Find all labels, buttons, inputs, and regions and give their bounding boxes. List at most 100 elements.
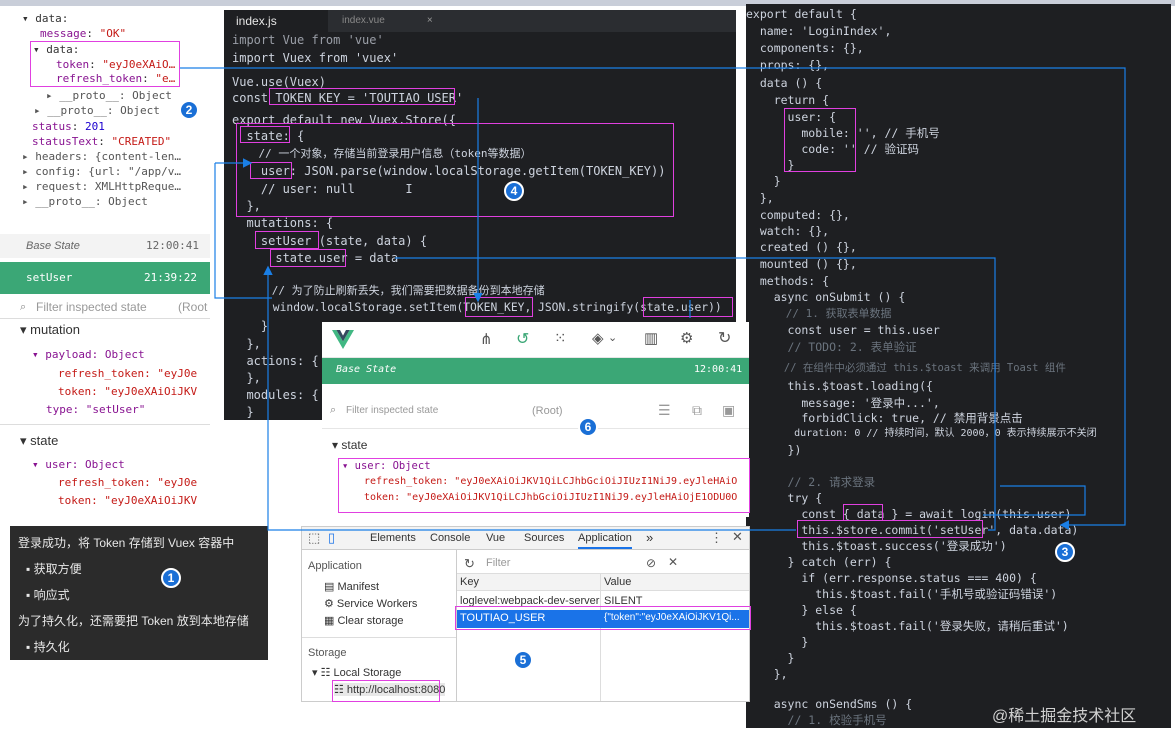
history-icon[interactable]: ↺ — [516, 331, 530, 348]
kebab-menu-icon[interactable]: ⋮ — [710, 530, 723, 545]
tree-headers[interactable]: ▸ headers: {content-len… — [22, 150, 181, 163]
column-value[interactable]: Value — [604, 576, 632, 588]
clipboard-icon[interactable]: ▣ — [722, 402, 736, 418]
code-line: } — [232, 405, 254, 419]
events-icon[interactable]: ⁙ — [554, 330, 567, 347]
code-line: data () { — [746, 76, 823, 90]
code-line: duration: 0 // 持续时间，默认 2000，0 表示持续展示不关闭 — [746, 428, 1097, 439]
code-line: mounted () {}, — [746, 257, 857, 271]
state-user-node[interactable]: ▾ user: Object — [32, 458, 125, 471]
explanation-note: 登录成功，将 Token 存储到 Vuex 容器中 ▪ 获取方便 ▪ 响应式 为… — [10, 526, 268, 660]
performance-icon[interactable]: ▥ — [644, 330, 659, 347]
device-toggle-icon[interactable]: ▯ — [328, 530, 336, 545]
tab-index-js[interactable]: index.js — [224, 10, 328, 32]
code-line: async onSendSms () { — [746, 697, 913, 711]
state-section[interactable]: ▾ state — [332, 438, 368, 452]
payload-node[interactable]: ▾ payload: Object — [32, 348, 145, 361]
tab-elements[interactable]: Elements — [370, 532, 416, 544]
tab-application[interactable]: Application — [578, 527, 632, 549]
refresh-icon[interactable]: ↻ — [718, 330, 732, 347]
column-key[interactable]: Key — [460, 576, 479, 588]
tree-request[interactable]: ▸ request: XMLHttpReque… — [22, 180, 181, 193]
tree-proto-2[interactable]: ▸ __proto__: Object — [34, 104, 160, 117]
code-line: mutations: { — [232, 216, 334, 230]
sidebar-item-manifest[interactable]: ▤ Manifest — [324, 581, 380, 593]
application-heading: Application — [308, 560, 362, 572]
divider — [0, 424, 210, 425]
clear-icon[interactable]: ✕ — [668, 555, 679, 569]
sidebar-item-clear-storage[interactable]: ▦ Clear storage — [324, 615, 404, 627]
base-state-row[interactable]: Base State 12:00:41 — [0, 234, 210, 258]
base-state-time: 12:00:41 — [694, 364, 743, 375]
inspect-icon[interactable]: ⬚ — [308, 530, 321, 545]
highlight-state-user-2 — [643, 297, 733, 317]
editor-tabs: index.js index.vue× — [224, 10, 736, 32]
base-state-label: Base State — [336, 364, 397, 375]
mutation-section[interactable]: ▾ mutation — [20, 322, 81, 337]
tab-console[interactable]: Console — [430, 532, 471, 544]
code-line: }, — [232, 337, 261, 351]
filter-input[interactable]: Filter inspected state — [36, 300, 147, 314]
state-section[interactable]: ▾ state — [20, 433, 59, 448]
filter-input[interactable]: Filter — [486, 557, 511, 569]
triangle-down-icon: ▾ — [20, 433, 31, 448]
highlight-toutiao-user-row — [455, 606, 751, 630]
triangle-down-icon: ▾ — [32, 348, 46, 361]
state-refresh-token: refresh_token: "eyJ0e — [58, 476, 198, 489]
file-icon: ▤ — [324, 581, 338, 593]
code-line: modules: { — [232, 388, 319, 402]
tab-sources[interactable]: Sources — [524, 532, 565, 544]
base-state-label: Base State — [26, 240, 80, 252]
code-line: }, — [232, 371, 261, 385]
code-line: message: '登录中...', — [746, 396, 940, 410]
tree-node-data-inner[interactable]: ▾ data: — [33, 43, 80, 56]
close-icon[interactable]: × — [426, 15, 433, 26]
step-badge-1: 1 — [161, 568, 181, 588]
highlight-token-key-2 — [465, 297, 533, 317]
divider — [302, 637, 456, 638]
table-row[interactable]: loglevel:webpack-dev-server SILENT — [457, 593, 749, 610]
payload-refresh-token: refresh_token: "eyJ0e — [58, 367, 198, 380]
sidebar-item-service-workers[interactable]: ⚙ Service Workers — [324, 598, 418, 610]
tree-message: message: "OK" — [40, 27, 127, 40]
components-icon[interactable]: ⋔ — [480, 331, 493, 348]
code-comment: // 1. 获取表单数据 — [746, 307, 892, 320]
chevron-down-icon[interactable]: ⌄ — [608, 332, 618, 344]
close-icon[interactable]: ✕ — [732, 529, 743, 544]
triangle-down-icon: ▾ — [332, 438, 342, 452]
tree-proto-1[interactable]: ▸ __proto__: Object — [46, 89, 172, 102]
table-row-selected[interactable]: TOUTIAO_USER {"token":"eyJ0eXAiOiJKV1Qi.… — [457, 610, 749, 628]
highlight-state-block — [236, 123, 674, 217]
grid-icon: ☷ — [334, 684, 347, 696]
note-bullet: ▪ 持久化 — [26, 640, 70, 654]
setuser-label: setUser — [26, 271, 73, 284]
tab-vue[interactable]: Vue — [486, 532, 506, 544]
refresh-icon[interactable]: ↻ — [464, 556, 475, 571]
code-line: components: {}, — [746, 41, 864, 55]
search-icon: ⌕ — [330, 404, 337, 416]
sidebar-item-local-storage[interactable]: ▾ ☷ Local Storage — [312, 667, 402, 679]
code-line: try { — [746, 491, 823, 505]
mutation-setuser-row[interactable]: setUser 21:39:22 — [0, 262, 210, 294]
filter-input[interactable]: Filter inspected state — [346, 405, 439, 416]
block-icon[interactable]: ⊘ — [646, 556, 657, 570]
gear-icon: ⚙ — [324, 598, 337, 610]
settings-icon[interactable]: ⚙ — [680, 330, 694, 347]
code-line: this.$toast.loading({ — [746, 379, 933, 393]
tree-proto-3[interactable]: ▸ __proto__: Object — [22, 195, 148, 208]
code-line: } — [746, 635, 809, 649]
note-line: 登录成功，将 Token 存储到 Vuex 容器中 — [18, 536, 235, 550]
more-tabs-icon[interactable]: » — [646, 530, 654, 545]
code-line: }, — [746, 191, 774, 205]
tree-config[interactable]: ▸ config: {url: "/app/v… — [22, 165, 181, 178]
base-state-row[interactable]: Base State 12:00:41 — [322, 358, 749, 384]
filter-list-icon[interactable]: ☰ — [658, 402, 671, 418]
code-line: name: 'LoginIndex', — [746, 24, 892, 38]
tab-index-vue[interactable]: index.vue× — [342, 15, 433, 26]
copy-icon[interactable]: ⧉ — [692, 402, 702, 418]
chrome-devtools-application: ⬚ ▯ Elements Console Vue Sources Applica… — [301, 526, 750, 702]
routing-icon[interactable]: ◈ — [592, 330, 604, 347]
tree-node-data[interactable]: ▾ data: — [22, 12, 69, 25]
sidebar-item-localhost[interactable]: ☷ http://localhost:8080 — [334, 683, 446, 696]
code-line: } else { — [746, 603, 857, 617]
